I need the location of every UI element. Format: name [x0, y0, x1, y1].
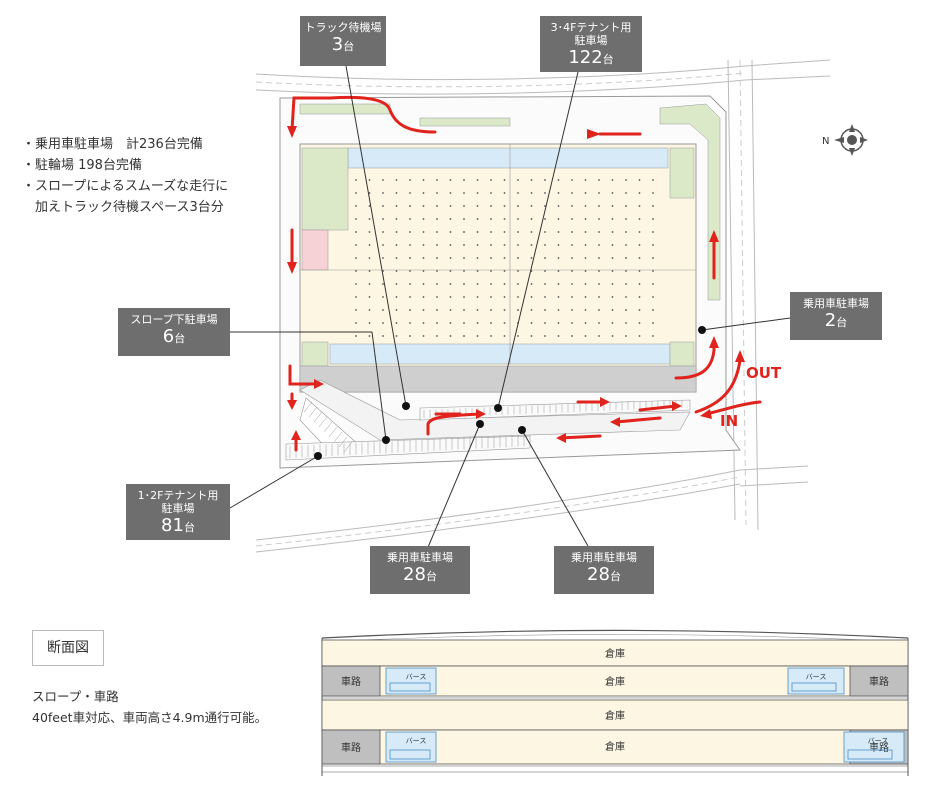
- summary-item: ・スロープによるスムーズな走行に: [22, 179, 229, 194]
- berth-label: バース: [868, 737, 889, 745]
- car-mid1-callout: 乗用車駐車場 28台: [370, 546, 470, 594]
- summary-list: ・乗用車駐車場 計236台完備 ・駐輪場 198台完備 ・スロープによるスムーズ…: [22, 134, 228, 218]
- road-label: 車路: [869, 741, 889, 754]
- section-note-line: 40feet車対応、車両高さ4.9m通行可能。: [32, 710, 268, 725]
- summary-item: 加えトラック待機スペース3台分: [22, 200, 224, 215]
- callout-title: スロープ下駐車場: [130, 313, 218, 326]
- callout-title: 駐車場: [161, 502, 195, 515]
- berth-label: バース: [406, 737, 427, 745]
- svg-text:N: N: [822, 136, 829, 147]
- berth-label: バース: [806, 673, 827, 681]
- road-label: 車路: [869, 675, 889, 688]
- tenant12-callout: 1･2Fテナント用 駐車場 81台: [126, 484, 230, 540]
- warehouse-label: 倉庫: [605, 647, 625, 660]
- compass-icon: N: [822, 124, 868, 156]
- summary-item: ・駐輪場 198台完備: [22, 158, 142, 173]
- section-title: 断面図: [32, 630, 104, 666]
- callout-count: 6: [162, 326, 175, 347]
- summary-item: ・乗用車駐車場 計236台完備: [22, 137, 203, 152]
- callout-count: 2: [824, 310, 837, 331]
- section-drawing: 倉庫 倉庫 倉庫 倉庫 車路 車路 車路 車路 バース バース バース バース: [321, 629, 909, 776]
- car-mid2-callout: 乗用車駐車場 28台: [554, 546, 654, 594]
- callout-unit: 台: [174, 332, 186, 345]
- section-note-line: スロープ・車路: [32, 689, 119, 704]
- callout-title: 3･4Fテナント用: [550, 21, 632, 34]
- road-label: 車路: [341, 741, 361, 754]
- callout-title: 1･2Fテナント用: [137, 489, 219, 502]
- out-label: OUT: [746, 364, 782, 382]
- warehouse-label: 倉庫: [605, 740, 625, 753]
- road-label: 車路: [341, 675, 361, 688]
- callout-count: 28: [587, 564, 610, 585]
- callout-title: トラック待機場: [304, 21, 382, 34]
- callout-title: 駐車場: [574, 34, 608, 47]
- callout-count: 122: [568, 47, 603, 68]
- warehouse-label: 倉庫: [605, 709, 625, 722]
- truck-wait-callout: トラック待機場 3台: [300, 16, 386, 66]
- truck-icon: [389, 682, 893, 760]
- callout-count: 28: [403, 564, 426, 585]
- callout-unit: 台: [609, 570, 621, 583]
- callout-unit: 台: [425, 570, 437, 583]
- berth-label: バース: [406, 673, 427, 681]
- slope-under-callout: スロープ下駐車場 6台: [118, 308, 230, 356]
- callout-title: 乗用車駐車場: [803, 297, 869, 310]
- callout-count: 3: [331, 34, 344, 55]
- in-label: IN: [720, 412, 738, 430]
- callout-unit: 台: [602, 53, 614, 66]
- warehouse-label: 倉庫: [605, 675, 625, 688]
- tenant34-callout: 3･4Fテナント用 駐車場 122台: [540, 16, 642, 72]
- callout-unit: 台: [836, 316, 848, 329]
- section-note: スロープ・車路 40feet車対応、車両高さ4.9m通行可能。: [32, 686, 267, 728]
- site-plan: OUT IN N: [229, 59, 868, 553]
- callout-title: 乗用車駐車場: [571, 551, 637, 564]
- car-right-callout: 乗用車駐車場 2台: [790, 292, 882, 340]
- callout-title: 乗用車駐車場: [387, 551, 453, 564]
- callout-count: 81: [161, 515, 184, 536]
- callout-unit: 台: [343, 40, 355, 53]
- callout-unit: 台: [183, 521, 195, 534]
